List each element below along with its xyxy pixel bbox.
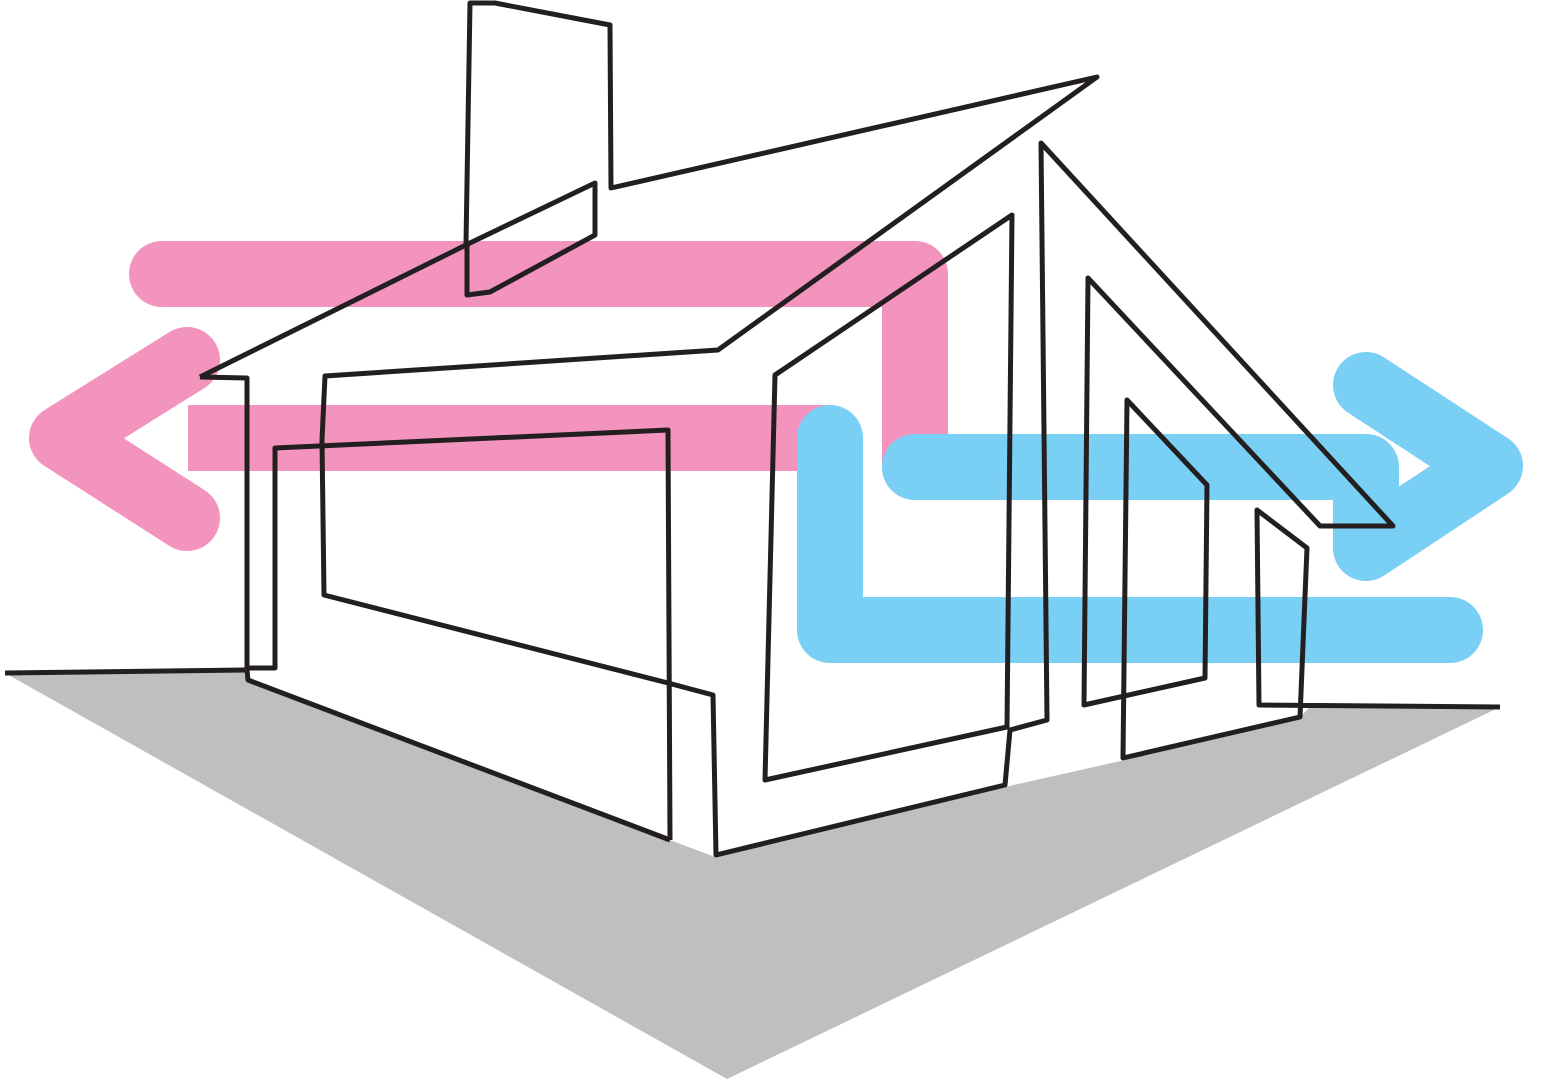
blue-airflow-arrow: [797, 352, 1523, 663]
floor-shadow: [5, 670, 1500, 1079]
chimney: [319, 0, 1100, 441]
left-wall: [199, 374, 673, 841]
front-wall-base: [244, 669, 671, 843]
pink-airflow-arrow: [29, 241, 948, 551]
arrow-right-icon: [1333, 352, 1523, 581]
ground-line-left: [4, 667, 246, 676]
blue-lower-duct: [797, 405, 1483, 663]
front-wall: [319, 140, 1501, 858]
gable-window: [762, 212, 1015, 783]
roof-left: [198, 180, 598, 380]
arrow-left-icon: [29, 327, 220, 551]
house-outline-icon: [4, 0, 1501, 858]
